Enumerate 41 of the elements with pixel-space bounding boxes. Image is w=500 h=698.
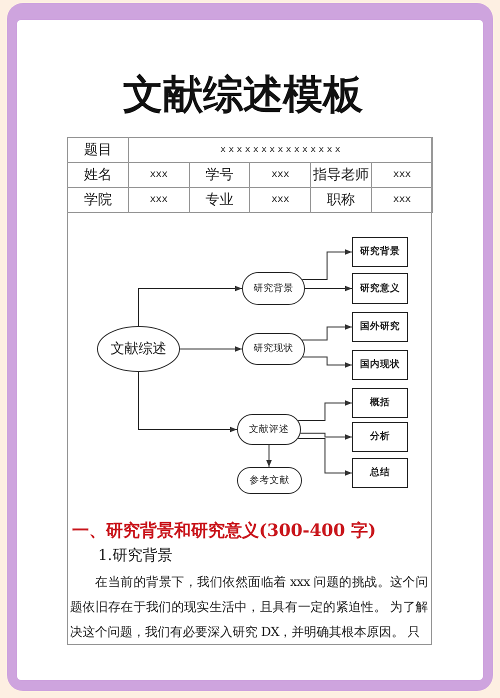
arrow [302, 356, 352, 368]
field-label: 姓名 [68, 162, 128, 188]
field-value: x x x x x x x x x x x x x x x [128, 138, 432, 162]
body-paragraph: 在当前的背景下，我们依然面临着 xxx 问题的挑战。这个问题依旧存在于我们的现实生活中，且具有一定的紧迫性。 为了解决这个问题，我们有必要深入研究 DX，并明确其根本原因。 只 [70, 573, 428, 641]
arrow [266, 444, 272, 468]
field-value: xxx [372, 162, 432, 188]
arrow [138, 372, 238, 432]
field-value: xxx [128, 162, 190, 188]
arrow [180, 346, 242, 352]
field-value: xxx [250, 162, 311, 188]
arrow [300, 432, 352, 440]
page-title: 文献综述模板 [123, 72, 363, 118]
field-label: 指导老师 [310, 162, 372, 188]
rounded-box: 参考文献 [237, 467, 302, 494]
rounded-box: 研究背景 [242, 272, 305, 305]
section-heading: 一、研究背景和研究意义(300-400 字) [72, 520, 376, 543]
process-box: 国内现状 [352, 350, 408, 380]
subsection-heading: 1.研究背景 [98, 545, 172, 565]
field-value: xxx [372, 188, 432, 212]
arrow [298, 400, 352, 421]
arrow [138, 286, 242, 326]
arrow [302, 249, 352, 280]
process-box: 概括 [352, 388, 408, 418]
arrow [304, 286, 352, 292]
topic-ellipse: 文献综述 [97, 326, 180, 372]
field-label: 题目 [68, 138, 128, 162]
rounded-box: 文献评述 [237, 414, 301, 445]
field-label: 学号 [189, 162, 250, 188]
process-box: 国外研究 [352, 312, 408, 342]
process-box: 总结 [352, 458, 408, 488]
field-value: xxx [128, 188, 190, 212]
arrow [302, 324, 352, 340]
field-label: 职称 [310, 188, 372, 212]
process-box: 分析 [352, 422, 408, 452]
rounded-box: 研究现状 [242, 333, 305, 365]
field-value: xxx [250, 188, 311, 212]
process-box: 研究意义 [352, 273, 408, 304]
field-label: 专业 [189, 188, 250, 212]
arrow [298, 438, 352, 476]
process-box: 研究背景 [352, 237, 408, 267]
field-label: 学院 [68, 188, 128, 212]
